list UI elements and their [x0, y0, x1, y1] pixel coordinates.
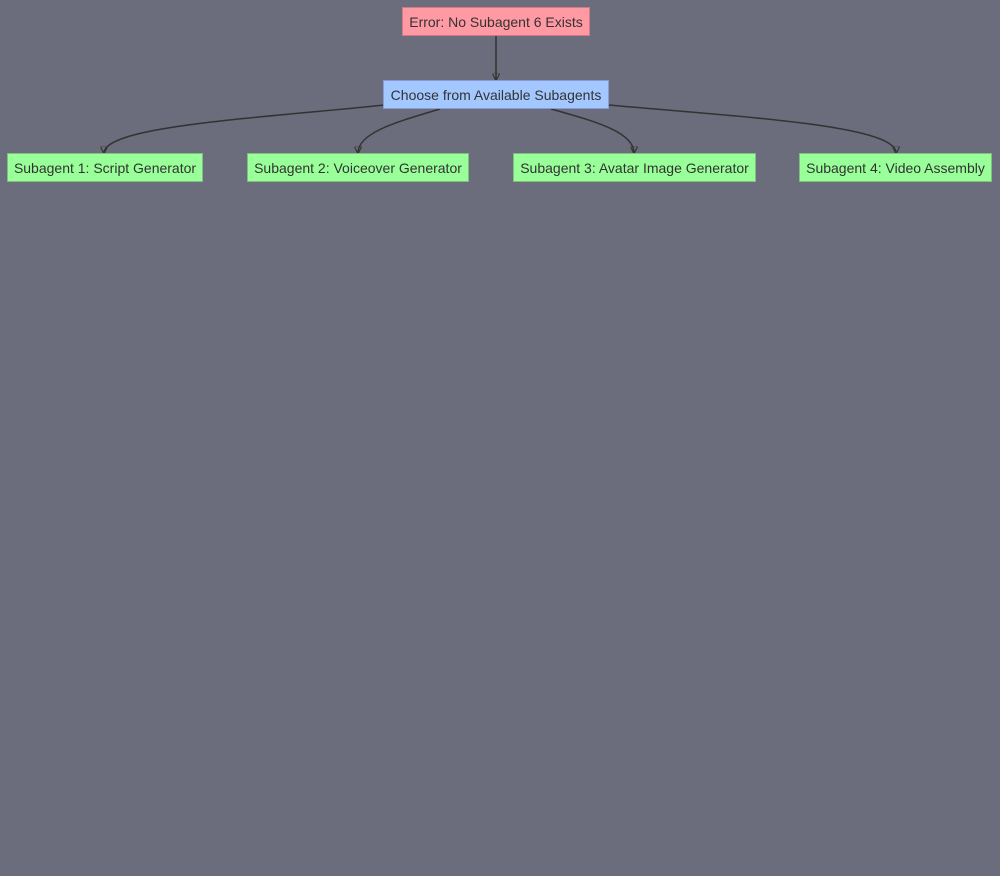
- edge-choose-to-subagent-3: [550, 108, 634, 153]
- subagent-4-node: Subagent 4: Video Assembly: [799, 153, 992, 182]
- error-node: Error: No Subagent 6 Exists: [402, 7, 590, 36]
- subagent-1-node: Subagent 1: Script Generator: [7, 153, 203, 182]
- edge-choose-to-subagent-4: [608, 104, 896, 153]
- subagent-3-node: Subagent 3: Avatar Image Generator: [513, 153, 756, 182]
- edge-choose-to-subagent-2: [358, 108, 441, 153]
- subagent-2-node: Subagent 2: Voiceover Generator: [247, 153, 469, 182]
- edge-choose-to-subagent-1: [104, 104, 385, 153]
- choose-subagents-node: Choose from Available Subagents: [383, 80, 609, 109]
